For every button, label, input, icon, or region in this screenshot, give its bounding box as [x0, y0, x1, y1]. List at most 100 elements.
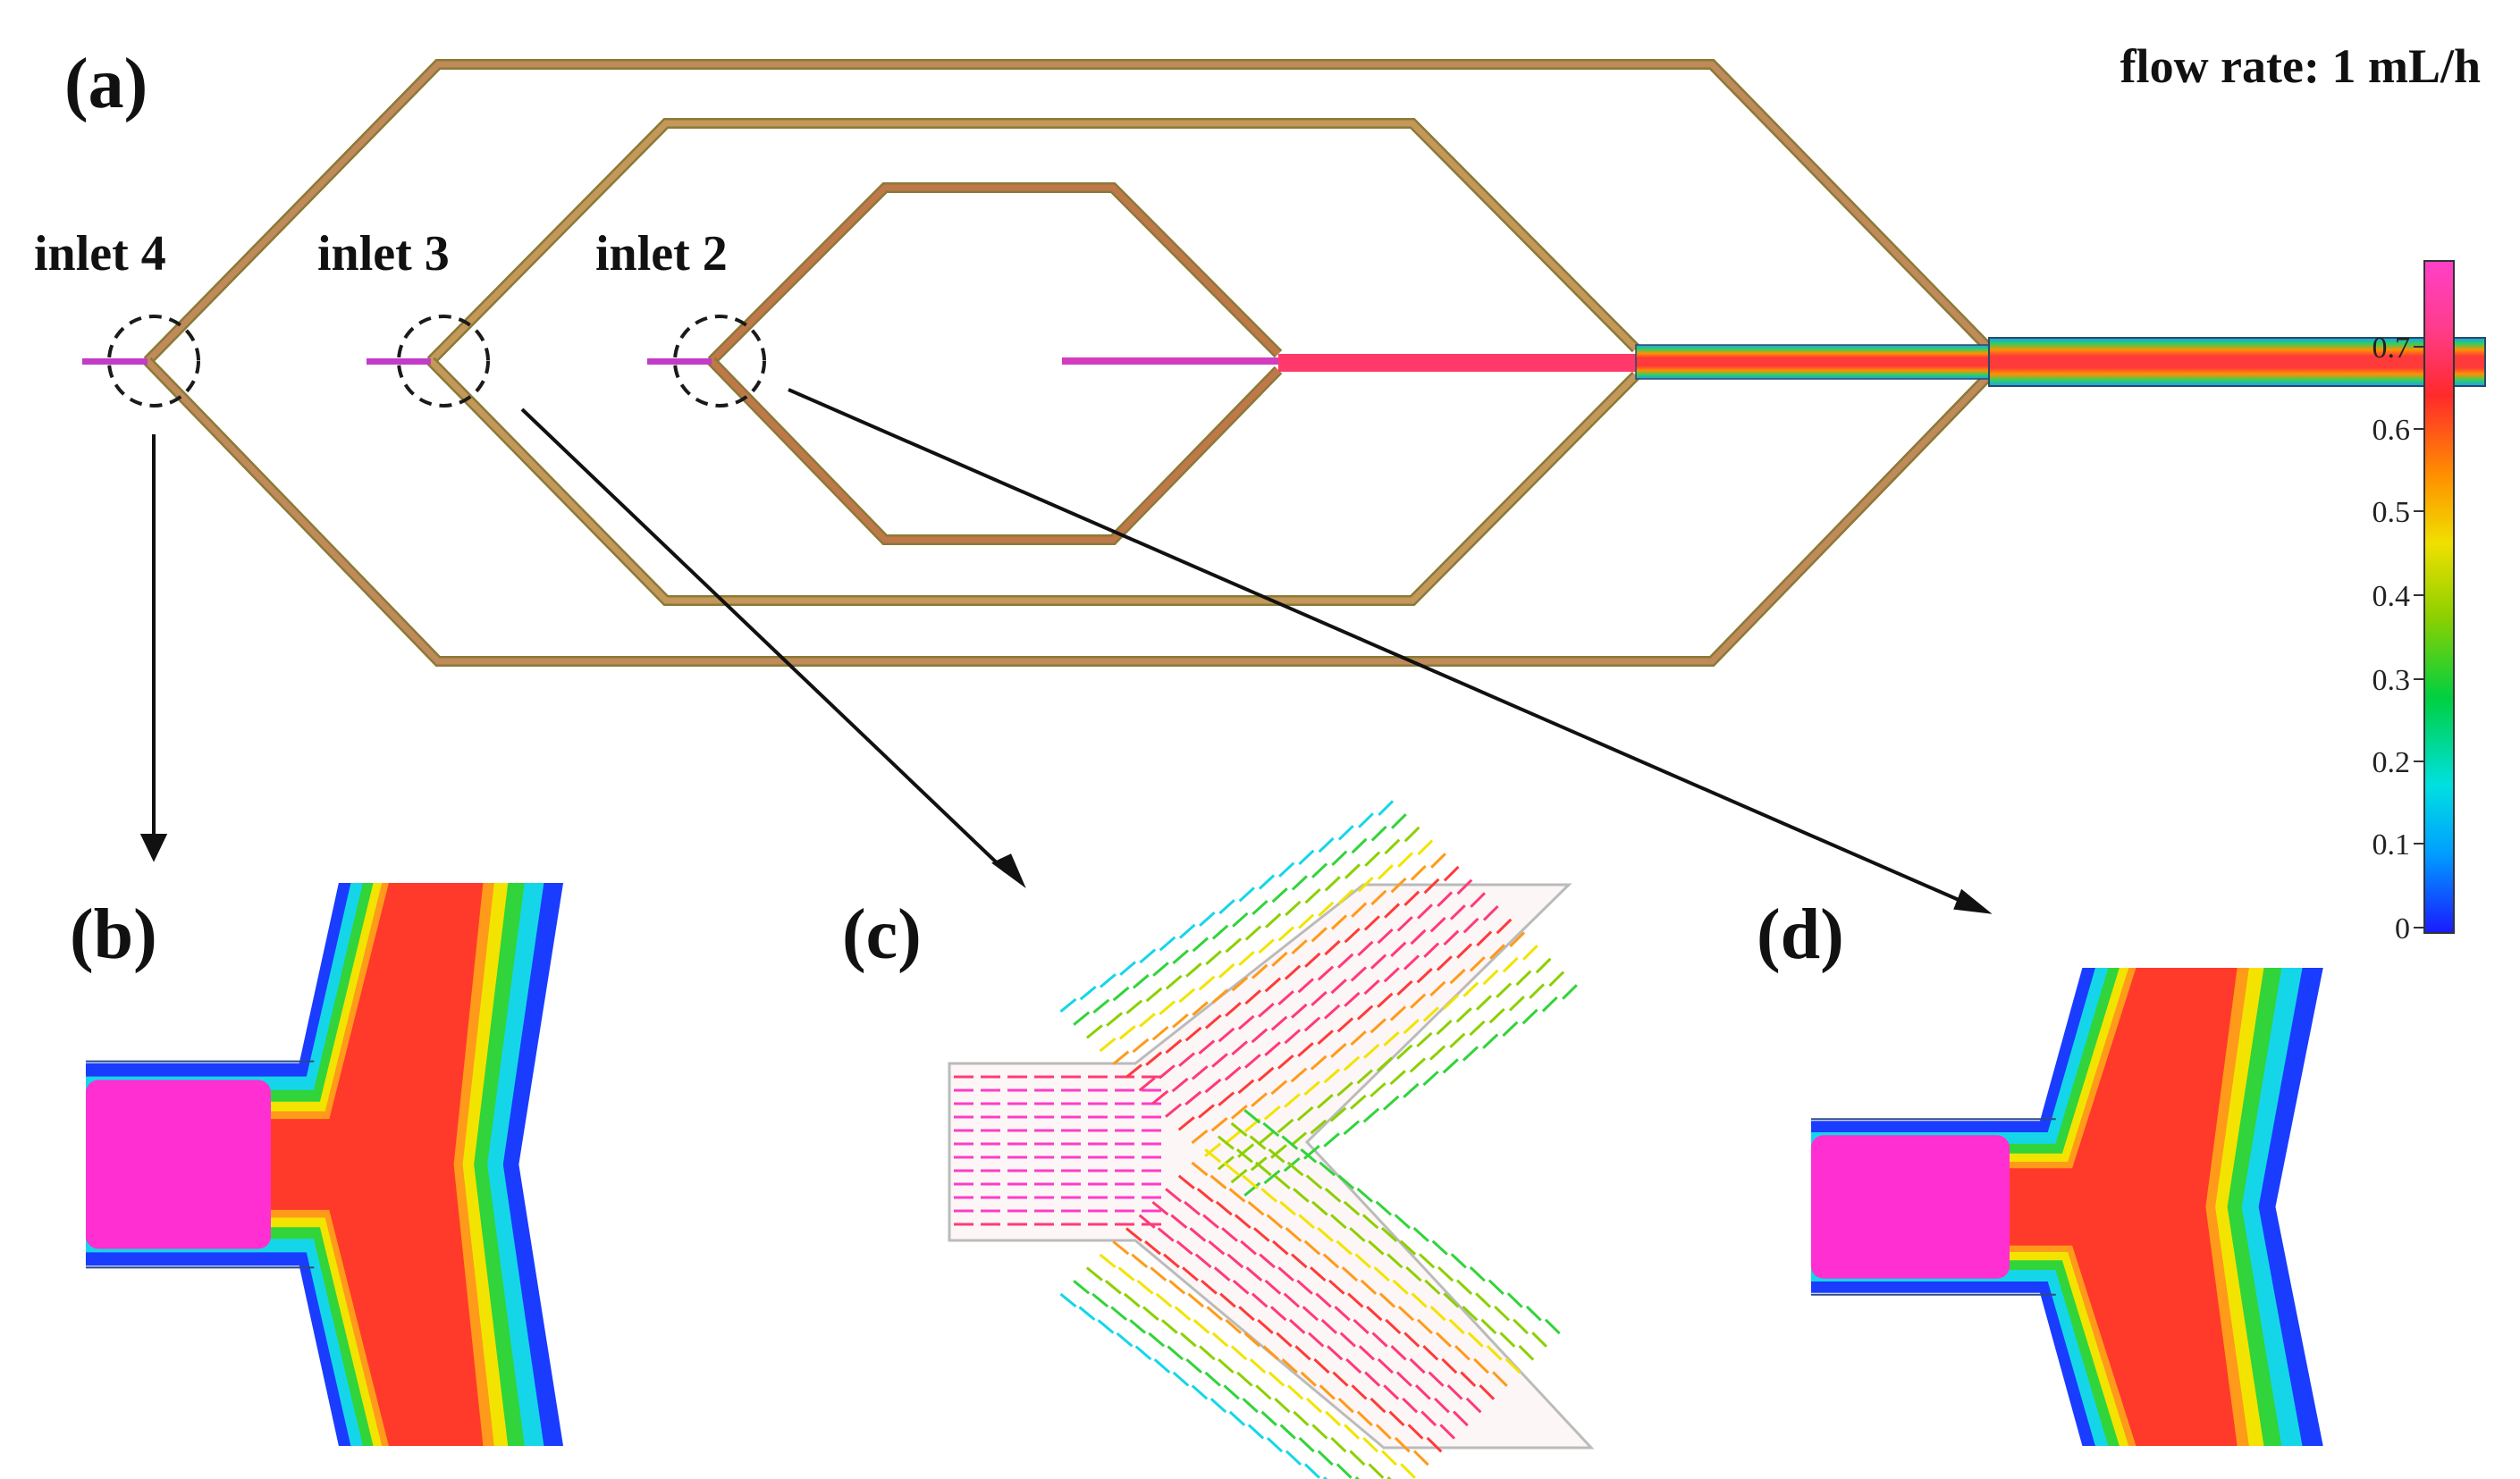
colorbar-tick-label: 0.6 — [2373, 414, 2411, 447]
velocity-vector — [1313, 1357, 1330, 1374]
velocity-vector — [1368, 1463, 1385, 1479]
panel-c-label: (c) — [842, 895, 922, 974]
velocity-vector — [1277, 990, 1294, 1006]
velocity-vector — [1238, 951, 1255, 966]
velocity-vector — [1456, 943, 1473, 959]
velocity-vector — [1289, 1318, 1306, 1334]
velocity-vector — [1318, 836, 1335, 853]
velocity-vector — [1370, 1397, 1386, 1414]
velocity-vector — [1492, 1371, 1508, 1388]
velocity-vector — [1356, 1069, 1374, 1085]
velocity-vector — [1382, 1095, 1400, 1111]
velocity-vector — [1152, 962, 1169, 977]
velocity-vector — [1202, 1214, 1219, 1230]
velocity-vector — [1073, 1011, 1091, 1026]
velocity-vector — [1251, 1292, 1268, 1308]
velocity-vector — [1390, 1345, 1407, 1361]
velocity-vector — [1324, 939, 1341, 956]
velocity-vector — [1238, 1306, 1255, 1322]
velocity-vector — [1251, 963, 1268, 979]
velocity-vector — [1185, 1358, 1202, 1374]
velocity-vector — [1482, 904, 1499, 921]
velocity-vector — [1264, 1041, 1281, 1056]
velocity-vector — [1380, 1227, 1398, 1242]
velocity-vector — [1509, 931, 1526, 948]
velocity-vector — [1460, 1371, 1477, 1387]
velocity-vector — [1410, 993, 1427, 1009]
velocity-vector — [1337, 953, 1354, 969]
panel-b-contour — [86, 883, 564, 1446]
outer-loop — [143, 59, 1993, 667]
velocity-vector — [1350, 1094, 1367, 1110]
velocity-vector — [1332, 1371, 1349, 1387]
velocity-vector — [1541, 996, 1558, 1013]
velocity-vector — [1279, 1200, 1297, 1216]
colorbar-tick-label: 0.1 — [2373, 828, 2411, 861]
velocity-vector — [1467, 1332, 1484, 1348]
velocity-vector — [1337, 888, 1354, 905]
velocity-vector — [1375, 1200, 1393, 1216]
velocity-vector — [1243, 1181, 1261, 1197]
colorbar-tick-label: 0 — [2395, 912, 2410, 945]
velocity-vector — [1420, 1410, 1437, 1427]
panel-c-outline — [948, 883, 1595, 1450]
velocity-vector — [1362, 1107, 1380, 1123]
velocity-vector — [1296, 1279, 1313, 1295]
velocity-vector — [1409, 1357, 1426, 1374]
velocity-vector — [1151, 1200, 1169, 1216]
velocity-vector — [1410, 929, 1427, 945]
velocity-vector — [1291, 1253, 1308, 1269]
velocity-vector — [1279, 1424, 1296, 1440]
velocity-vector — [1284, 1093, 1301, 1108]
velocity-vector — [1132, 974, 1150, 989]
velocity-vector — [1323, 1132, 1340, 1147]
velocity-vector — [1305, 1174, 1323, 1190]
velocity-vector — [1258, 874, 1276, 890]
velocity-vector — [1488, 1008, 1505, 1024]
velocity-vector — [1232, 1279, 1250, 1295]
velocity-vector — [1257, 1318, 1274, 1334]
velocity-vector — [1428, 1371, 1445, 1387]
velocity-vector — [1281, 1357, 1298, 1374]
velocity-vector — [1304, 887, 1321, 904]
velocity-vector — [1469, 1265, 1486, 1282]
velocity-vector — [1171, 1077, 1189, 1093]
velocity-vector — [1343, 1200, 1361, 1216]
velocity-vector — [1172, 1371, 1190, 1387]
inlet-plug — [86, 1080, 271, 1249]
velocity-vector — [1257, 1066, 1275, 1082]
velocity-vector — [1223, 1384, 1240, 1400]
velocity-vector — [1403, 1082, 1420, 1098]
velocity-vector — [1260, 1410, 1277, 1426]
velocity-vector — [1436, 1332, 1452, 1348]
velocity-arrows — [954, 800, 1578, 1479]
velocity-vector — [1165, 1038, 1183, 1055]
velocity-vector — [1298, 1214, 1315, 1230]
velocity-vector — [1449, 904, 1466, 920]
velocity-vector — [1328, 1279, 1345, 1295]
velocity-vector — [1178, 987, 1196, 1004]
velocity-vector — [1224, 1130, 1242, 1146]
velocity-vector — [1370, 1018, 1386, 1034]
velocity-vector — [1377, 864, 1394, 880]
velocity-vector — [1453, 1410, 1469, 1427]
panel-d-label: (d) — [1757, 895, 1844, 974]
velocity-vector — [1247, 1200, 1265, 1216]
velocity-vector — [1268, 1371, 1285, 1387]
velocity-vector — [1397, 1306, 1415, 1322]
velocity-vector — [1508, 996, 1525, 1012]
velocity-vector — [1327, 1345, 1344, 1361]
velocity-vector — [1317, 1227, 1334, 1242]
velocity-vector — [1446, 1384, 1463, 1400]
velocity-vector — [1263, 1105, 1281, 1121]
velocity-vector — [1356, 1188, 1374, 1203]
inner-loop — [707, 182, 1283, 545]
velocity-vector — [1449, 968, 1466, 985]
velocity-vector — [1462, 1306, 1479, 1322]
velocity-vector — [1269, 1306, 1287, 1322]
velocity-vector — [1391, 813, 1407, 829]
velocity-vector — [1270, 1015, 1288, 1031]
velocity-vector — [1272, 1240, 1289, 1256]
velocity-vector — [1422, 1006, 1439, 1022]
velocity-vector — [1198, 1104, 1215, 1119]
